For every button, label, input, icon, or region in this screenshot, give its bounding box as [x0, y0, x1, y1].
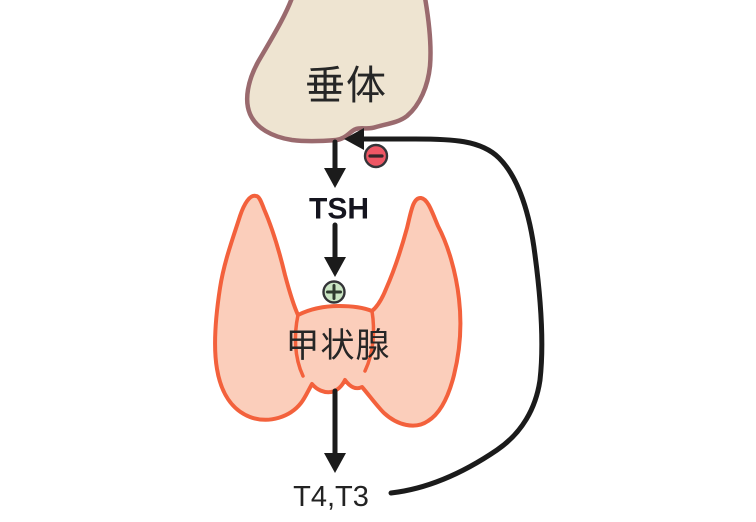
hormones-label: T4,T3 [293, 481, 369, 513]
negative-feedback-icon [363, 143, 389, 169]
thyroid-isthmus-seam-right [363, 309, 376, 373]
arrowhead-left-icon [344, 128, 364, 150]
positive-stimulus-icon [322, 280, 346, 304]
thyroid-to-hormones-arrow [324, 388, 346, 473]
thyroid-shape [213, 193, 463, 428]
arrowhead-down-icon [324, 168, 346, 188]
pituitary-label: 垂体 [305, 64, 387, 108]
negative-feedback-loop-arrow [344, 128, 545, 496]
pituitary-to-tsh-arrow [324, 139, 346, 188]
arrowhead-down-icon [324, 453, 346, 473]
tsh-label: TSH [309, 193, 369, 226]
arrowhead-down-icon [324, 257, 346, 277]
tsh-to-thyroid-arrow [324, 222, 346, 277]
pituitary-shape [245, 0, 433, 144]
thyroid-label: 甲状腺 [286, 327, 391, 365]
thyroid-isthmus-seam-left [293, 313, 305, 378]
